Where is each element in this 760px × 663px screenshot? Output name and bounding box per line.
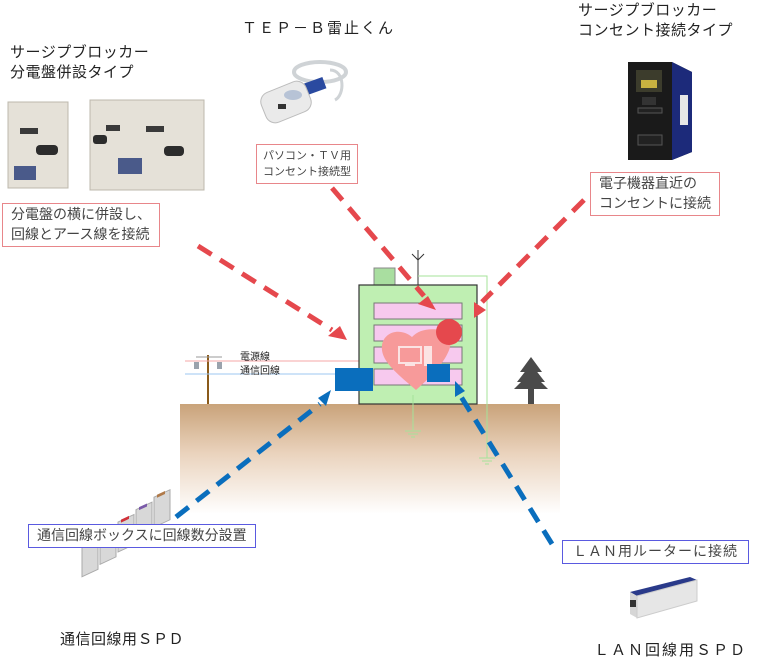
outlet-type-title: サージプブロッカー コンセント接続タイプ — [578, 1, 734, 39]
tep-b-title: ＴＥＰ－Ｂ雷止くん — [242, 19, 396, 37]
red-arrows — [196, 186, 586, 333]
arrowhead — [318, 390, 331, 406]
utility-pole — [194, 355, 222, 404]
comm-line-label: 通信回線 — [240, 366, 280, 377]
lan-router — [427, 364, 450, 382]
outlet-type-callout: 電子機器直近の コンセントに接続 — [590, 172, 720, 216]
ground — [180, 404, 560, 514]
ground-wire — [418, 275, 488, 458]
panel-type-callout: 分電盤の横に併設し、 回線とアース線を接続 — [2, 203, 160, 247]
power-line-label: 電源線 — [240, 352, 270, 363]
comm-spd-label: 通信回線用ＳＰＤ — [60, 630, 185, 648]
arrow-panel-to-house — [196, 243, 334, 333]
arrowhead — [328, 326, 347, 340]
lan-spd-image — [630, 577, 698, 619]
blue-arrows — [174, 393, 555, 546]
chimney — [373, 267, 396, 287]
arrowhead — [455, 381, 465, 397]
comm-spd-callout: 通信回線ボックスに回線数分設置 — [28, 524, 256, 548]
panel-type-title: サージプブロッカー 分電盤併設タイプ — [10, 43, 150, 81]
arrow-outlet-to-house — [480, 198, 586, 304]
tree-icon — [514, 357, 548, 404]
tep-b-image — [260, 60, 348, 124]
outlet-point — [436, 319, 462, 345]
arrow-comm-spd — [174, 402, 322, 519]
arrow-lan-spd — [457, 393, 555, 546]
antenna-icon — [411, 250, 425, 285]
comm-box — [335, 368, 373, 391]
tep-b-callout: パソコン・ＴＶ用 コンセント接続型 — [256, 144, 358, 184]
outlet-type-image — [628, 62, 692, 160]
arrow-tep-to-house — [330, 186, 426, 298]
heart-icon — [381, 329, 451, 390]
lan-spd-label: ＬＡＮ回線用ＳＰＤ — [594, 641, 748, 659]
lan-spd-callout: ＬＡＮ用ルーターに接続 — [562, 540, 749, 564]
panel-type-image — [7, 99, 205, 191]
computer-icon — [398, 346, 432, 366]
arrowhead — [474, 302, 486, 318]
arrowhead — [418, 296, 436, 310]
earth-symbol — [405, 430, 495, 465]
